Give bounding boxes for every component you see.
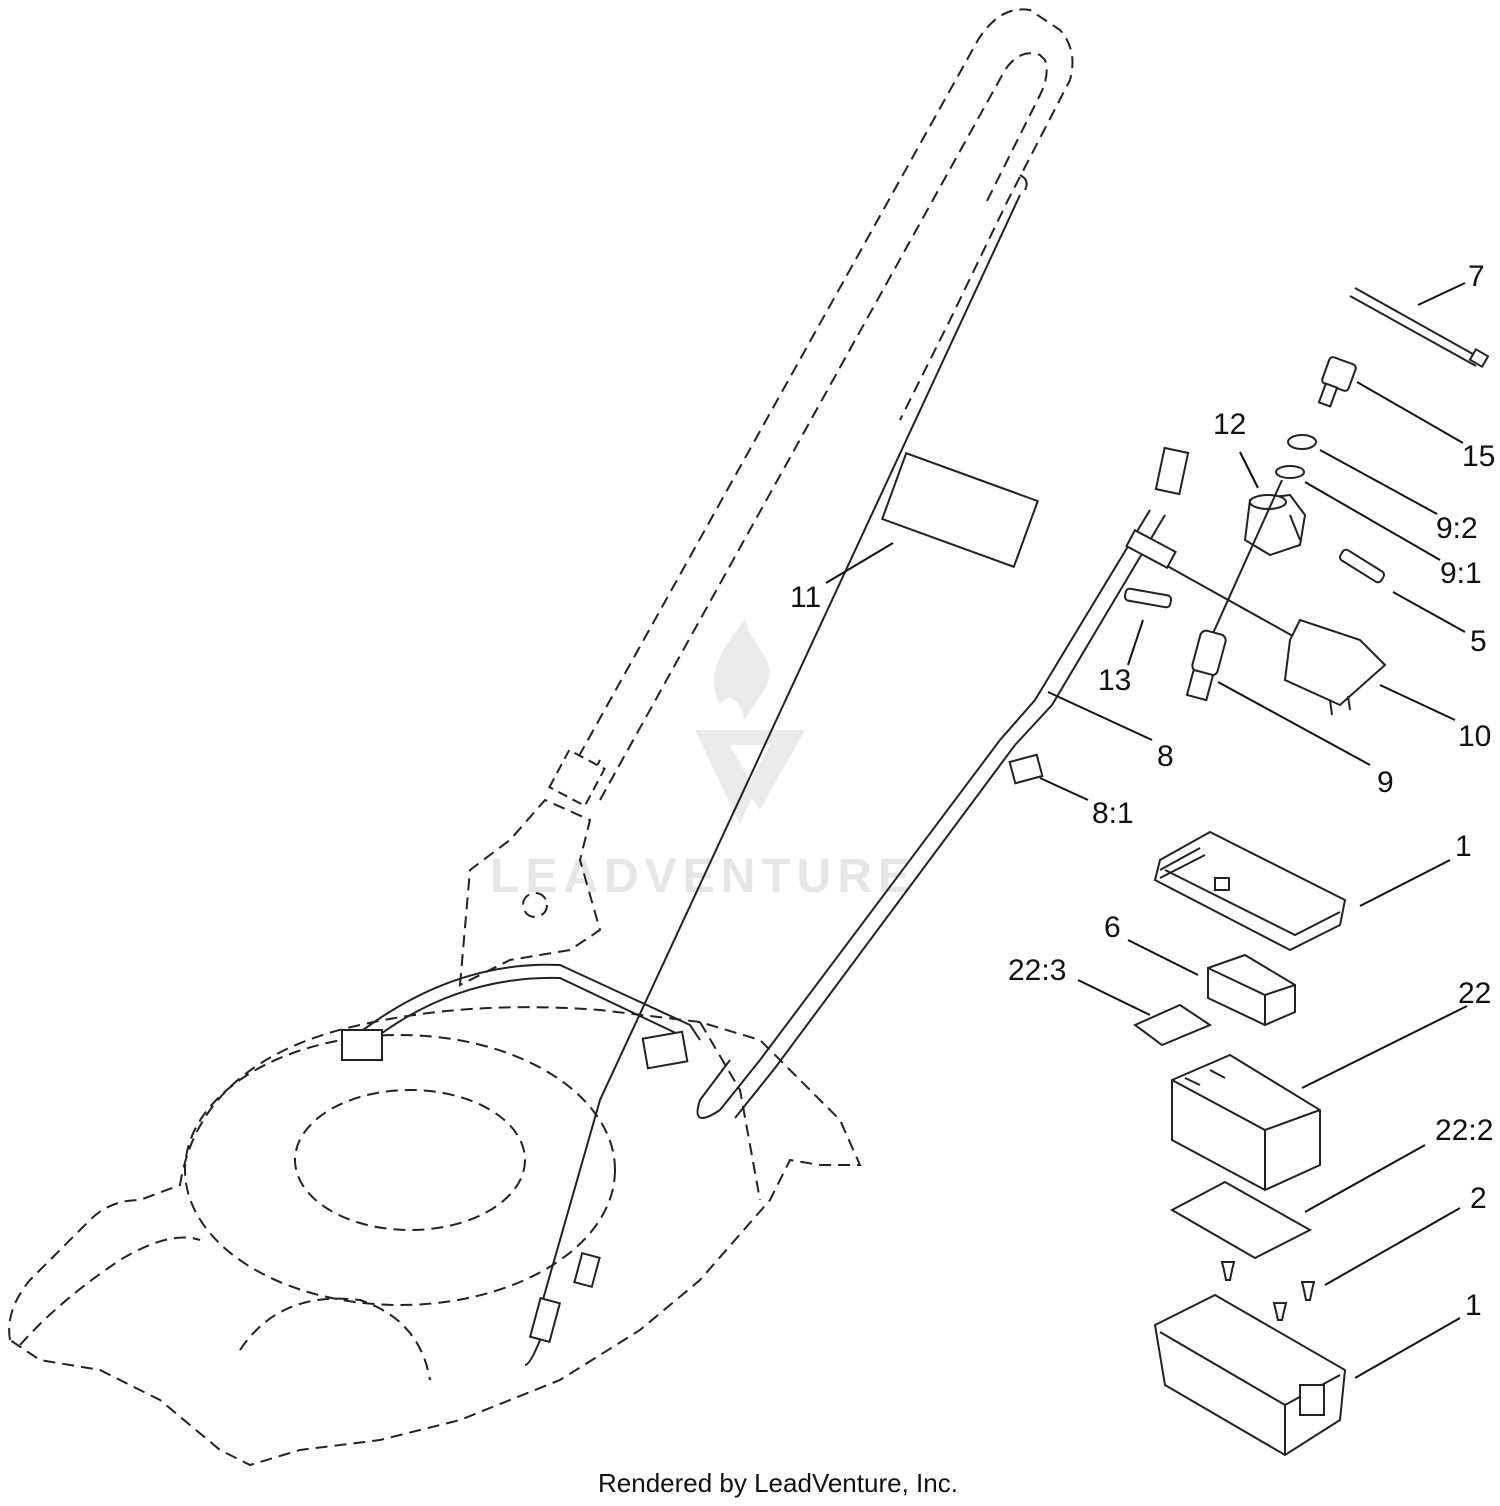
fuse-holder-part-13[interactable] — [1123, 587, 1173, 609]
callout-12: 12 — [1213, 408, 1246, 441]
leader-lines — [825, 282, 1468, 1379]
bolt-part-5[interactable] — [1338, 548, 1386, 584]
charger-part-10[interactable] — [1125, 528, 1387, 716]
watermark-logo-icon — [695, 620, 805, 825]
watermark: LEADVENTURE — [490, 620, 916, 903]
pad-part-22-2[interactable] — [1169, 1180, 1313, 1260]
key-part-15[interactable] — [1317, 356, 1357, 408]
callout-5: 5 — [1470, 625, 1487, 658]
callout-22-2: 22:2 — [1435, 1114, 1493, 1147]
callout-7: 7 — [1468, 260, 1485, 293]
throttle-cable — [524, 174, 1028, 1366]
callout-8: 8 — [1157, 740, 1174, 773]
decal-part-11[interactable] — [880, 451, 1040, 569]
callout-1-tray: 1 — [1465, 1289, 1482, 1322]
battery-part-22[interactable] — [1171, 1053, 1321, 1192]
callout-15: 15 — [1462, 440, 1495, 473]
callout-6: 6 — [1104, 911, 1121, 944]
callout-1-cover: 1 — [1455, 830, 1472, 863]
washer-part-9-1[interactable] — [1275, 465, 1305, 479]
battery-cover-part-1[interactable] — [1153, 830, 1347, 952]
callout-2: 2 — [1470, 1182, 1487, 1215]
callout-9: 9 — [1377, 766, 1394, 799]
callout-11: 11 — [790, 581, 821, 614]
nut-part-9-2[interactable] — [1287, 434, 1317, 450]
mower-deck-outline — [8, 1006, 862, 1467]
handle-outline — [548, 8, 1074, 808]
switch-plug-part-9[interactable] — [1185, 479, 1283, 702]
foam-pad-part-6[interactable] — [1207, 953, 1296, 1027]
callout-10: 10 — [1458, 720, 1491, 753]
callout-13: 13 — [1098, 664, 1131, 697]
callout-9-1: 9:1 — [1440, 557, 1482, 590]
key-switch-part-12[interactable] — [1243, 493, 1307, 557]
screws-part-2[interactable] — [1220, 1261, 1316, 1321]
callout-9-2: 9:2 — [1436, 512, 1478, 545]
fuse-part-8-1[interactable] — [1008, 753, 1044, 785]
callout-22-3: 22:3 — [1008, 954, 1066, 987]
wire-harness[interactable] — [341, 446, 1190, 1119]
pad-part-22-3[interactable] — [1133, 1003, 1213, 1047]
rear-bracket-outline — [458, 798, 602, 987]
callout-22: 22 — [1458, 977, 1491, 1010]
callout-8-1: 8:1 — [1092, 797, 1134, 830]
rendered-by-credit: Rendered by LeadVenture, Inc. — [598, 1468, 958, 1498]
battery-tray-part-1[interactable] — [1153, 1293, 1347, 1457]
tie-strap-part-7[interactable] — [1349, 287, 1490, 369]
callout-labels: 7 15 12 9:2 9:1 11 5 13 10 8 9 8:1 1 6 2… — [790, 260, 1495, 1322]
watermark-text: LEADVENTURE — [490, 850, 916, 903]
